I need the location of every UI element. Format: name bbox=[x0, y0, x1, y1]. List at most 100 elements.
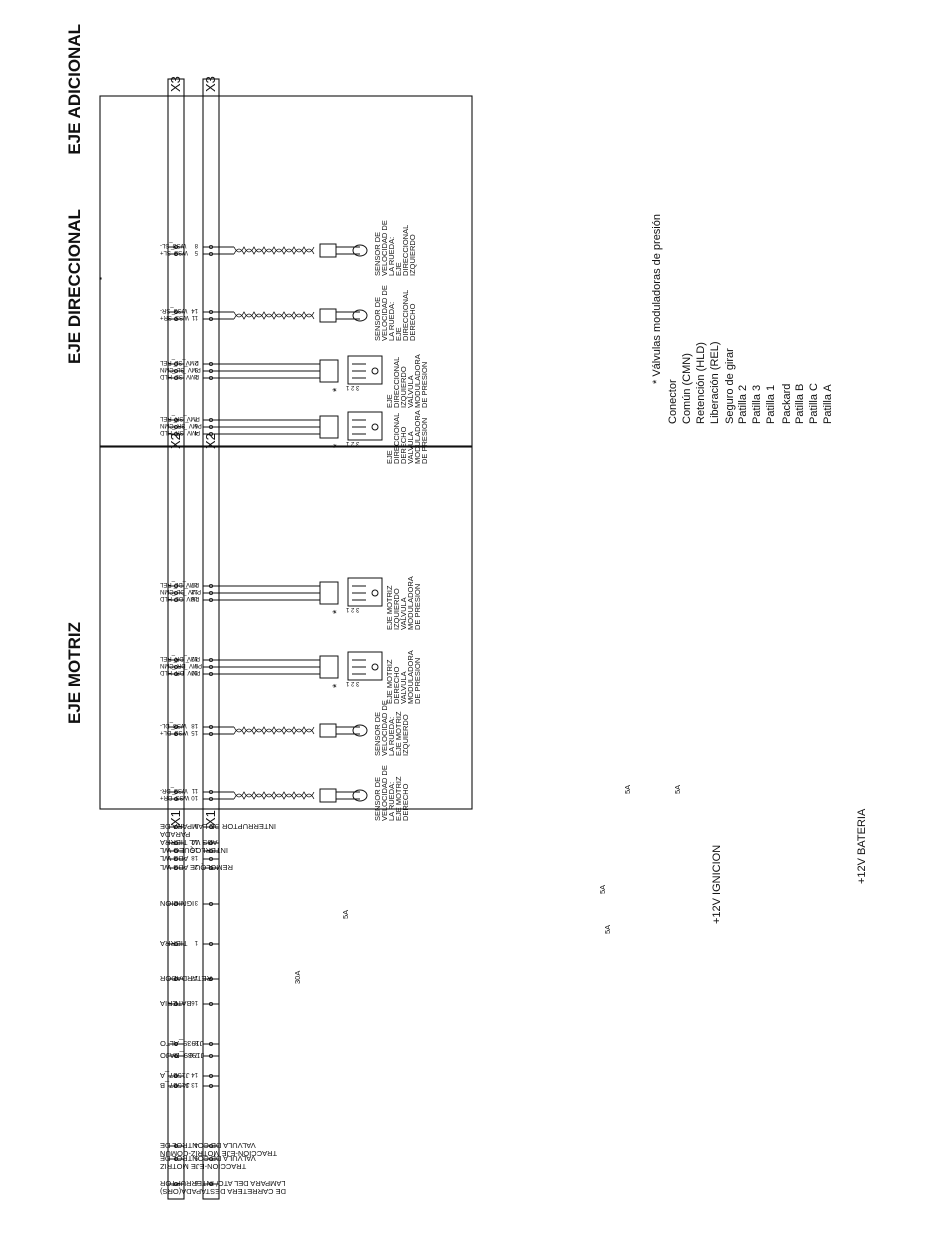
valve-dl-label: MODULADORA bbox=[406, 576, 415, 630]
x1-bottom-label: TIERRA bbox=[160, 939, 188, 948]
x1-signal-pmv_dl_rel: PMV_DL_REL bbox=[159, 581, 199, 587]
pin-terminal bbox=[173, 316, 178, 321]
sensor-sl-label: SENSOR DE bbox=[373, 232, 382, 276]
x2-signal-pmv_sl_cmn: PMV_SL_CMN bbox=[160, 366, 201, 372]
x1-bottom-pin: 6 bbox=[194, 1179, 198, 1185]
sensor-dl-twisted-b bbox=[233, 726, 315, 733]
pin-terminal bbox=[208, 866, 213, 871]
pin-terminal bbox=[208, 825, 213, 830]
pin-terminal bbox=[208, 431, 213, 436]
fuse-label-5a-bat: 5A bbox=[603, 925, 612, 934]
valve-sl-star: * bbox=[331, 387, 343, 392]
sensor-sr-body bbox=[319, 308, 337, 323]
pin-terminal bbox=[208, 1143, 213, 1148]
pin-terminal bbox=[173, 671, 178, 676]
x1-bottom-pin: 3 bbox=[194, 899, 198, 905]
pin-terminal bbox=[208, 375, 213, 380]
pin-terminal bbox=[208, 797, 213, 802]
connector-x3-label-a: X3 bbox=[168, 76, 183, 92]
pin-terminal bbox=[173, 375, 178, 380]
eje-direccional-box bbox=[99, 95, 473, 447]
pin-terminal bbox=[173, 597, 178, 602]
valve-sr-label: EJE bbox=[385, 450, 394, 464]
pin-terminal bbox=[208, 424, 213, 429]
sensor-dr-label: EJE MOTRIZ bbox=[394, 776, 403, 821]
pin-terminal bbox=[208, 841, 213, 846]
x2-signal-wss_sl+: WSS_SL+ bbox=[160, 249, 188, 255]
x2-signal-pmv_sl_hld: PMV_SL_HLD bbox=[159, 373, 199, 379]
valve-sr-body bbox=[347, 411, 383, 441]
valve-dl-label: VALVULA bbox=[399, 597, 408, 630]
pin-terminal bbox=[173, 1156, 178, 1161]
valve-dr-label: DERECHO bbox=[392, 666, 401, 704]
valve-sr-pin-marks: 3 2 1 bbox=[345, 440, 359, 446]
x2-signal-wss_sr+: WSS_SR+ bbox=[160, 314, 189, 320]
x1-bottom-pin: 12 bbox=[191, 838, 198, 844]
sensor-sr-label: DIRECCIONAL bbox=[401, 290, 410, 341]
sensor-sl-label: IZQUIERDO bbox=[408, 234, 417, 276]
connector-x1-label-a: X1 bbox=[168, 810, 183, 826]
notes-row-2-2: Patilla A bbox=[822, 384, 834, 424]
x2-signal-pmv_sr_hld: PMV_SR_HLD bbox=[159, 429, 200, 435]
ignition-rail-label: +12V IGNICION bbox=[711, 845, 723, 924]
valve-sl-label: MODULADORA bbox=[413, 354, 422, 408]
x1-bottom-label: TRACCION-EJE MOTRIZ bbox=[160, 1162, 247, 1171]
valve-dl-plug bbox=[319, 581, 339, 605]
valve-sr-marker bbox=[371, 423, 379, 431]
valve-sl-label: IZQUIERDO bbox=[399, 366, 408, 408]
section-title-motriz: EJE MOTRIZ bbox=[65, 622, 84, 724]
valve-dr-label: EJE MOTRIZ bbox=[385, 659, 394, 704]
sensor-sr-label: SENSOR DE bbox=[373, 297, 382, 341]
diagram-content: 10WSS_DR+11WSS_DR-15WSS_DL+18WSS_DL-10PM… bbox=[159, 220, 429, 821]
pin-terminal bbox=[173, 657, 178, 662]
pin-terminal bbox=[208, 1054, 213, 1059]
eje-motriz-box bbox=[99, 446, 473, 810]
valve-dr-pin-marks: 3 2 1 bbox=[345, 680, 359, 686]
sensor-sl-label: VELOCIDAD DE bbox=[380, 220, 389, 276]
sensor-sl-label: DIRECCIONAL bbox=[401, 225, 410, 276]
x1-signal-pmv_dr_rel: PMV_DR_REL bbox=[159, 655, 200, 661]
x1-bottom-pin: 7 8 bbox=[189, 1051, 198, 1057]
x1-bottom-pin: 1 bbox=[194, 939, 198, 945]
pin-number: 15 bbox=[191, 729, 198, 735]
pin-terminal bbox=[173, 1002, 178, 1007]
sensor-dr-label: LA RUEDA: bbox=[387, 782, 396, 821]
sensor-dr-coil bbox=[352, 789, 368, 802]
x1-bottom-label: ABS WL TIERRA bbox=[160, 838, 218, 847]
pin-terminal bbox=[208, 251, 213, 256]
pin-number: 14 bbox=[191, 307, 198, 313]
valve-dr-marker bbox=[371, 663, 379, 671]
pin-number: 6 bbox=[194, 422, 198, 428]
sensor-dl-label: LA RUEDA: bbox=[387, 717, 396, 756]
section-title-adicional: EJE ADICIONAL bbox=[65, 24, 84, 155]
pin-terminal bbox=[173, 866, 178, 871]
valve-dr-label: DE PRESION bbox=[413, 658, 422, 704]
x1-bottom-label: REMOLQUE ABS WL bbox=[160, 863, 233, 872]
x1-bottom-pin: 4 bbox=[194, 1141, 198, 1147]
pin-number: 1 bbox=[194, 373, 198, 379]
pin-terminal bbox=[208, 361, 213, 366]
sensor-dl-body bbox=[319, 723, 337, 738]
pin-terminal bbox=[173, 361, 178, 366]
pin-terminal bbox=[173, 977, 178, 982]
valve-sl-label: DE PRESION bbox=[420, 362, 429, 408]
valve-sl-body bbox=[347, 355, 383, 385]
notes-row-1-0: Retención (HLD) bbox=[695, 342, 707, 424]
notes-row-2-1: Patilla 1 bbox=[765, 385, 777, 424]
pin-number: 8 bbox=[194, 242, 198, 248]
pin-number: 2 bbox=[194, 359, 198, 365]
pin-terminal bbox=[173, 251, 178, 256]
notes-row-2-0: Liberación (REL) bbox=[709, 341, 721, 424]
valve-sl-marker bbox=[371, 367, 379, 375]
pin-terminal bbox=[173, 825, 178, 830]
pin-number: 10 bbox=[191, 669, 198, 675]
x1-bottom-label: ABS WL bbox=[160, 854, 188, 863]
valve-sr-label: VALVULA bbox=[406, 431, 415, 464]
sensor-dl-label: IZQUIERDO bbox=[401, 714, 410, 756]
x1-bottom-label: VALVULA DE CONTROL DE bbox=[160, 1141, 256, 1150]
valve-notes: * Válvulas moduladoras de presión Conect… bbox=[651, 214, 834, 424]
pin-number: 17 bbox=[191, 581, 198, 587]
pin-terminal bbox=[208, 849, 213, 854]
valve-dl-marker bbox=[371, 589, 379, 597]
x1-bottom-label: J1587_B bbox=[160, 1081, 190, 1090]
